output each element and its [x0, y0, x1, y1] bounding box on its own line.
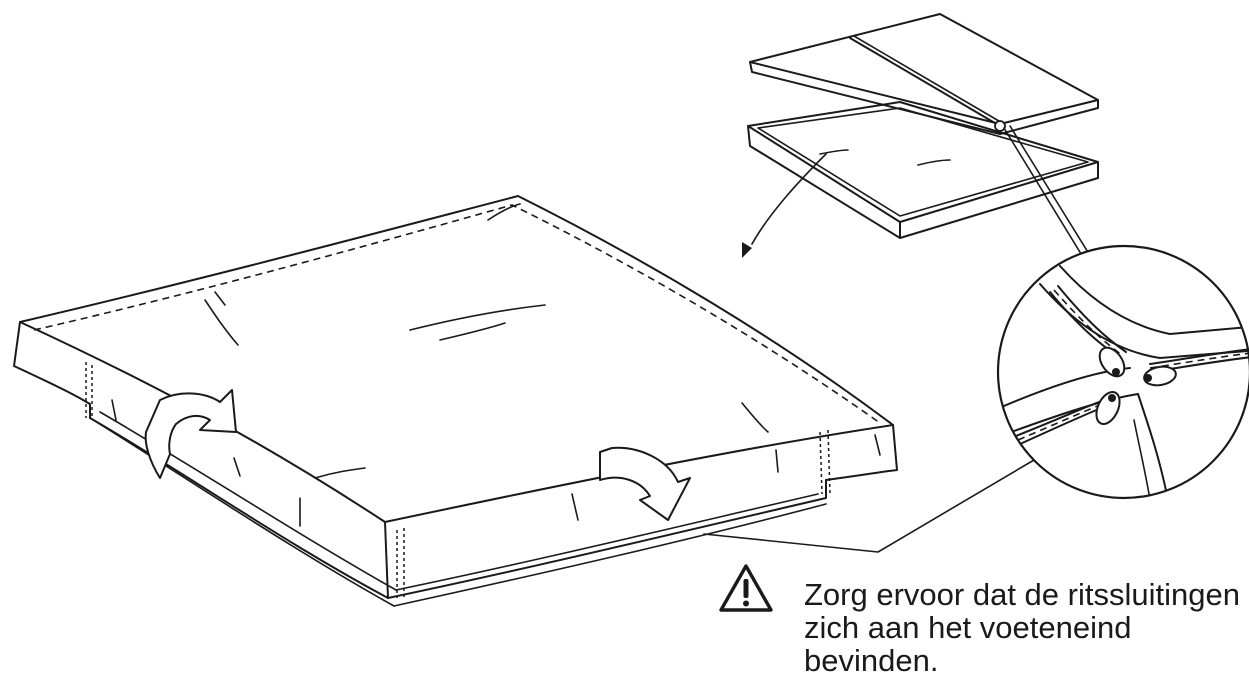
cover-exploded-view	[742, 13, 1099, 263]
zipper-detail-magnifier	[703, 244, 1249, 553]
instruction-note: Zorg ervoor dat de ritssluitingen zich a…	[804, 578, 1244, 677]
warning-triangle-icon	[719, 564, 773, 612]
zipper-pull-icon	[1143, 365, 1177, 387]
instruction-line: Zorg ervoor dat de ritssluitingen	[804, 577, 1240, 612]
instruction-line: zich aan het voeteneind	[804, 610, 1132, 645]
zipper-pull-icon	[1095, 391, 1121, 425]
zipper-pull-icon	[1098, 346, 1126, 378]
curved-arrow-icon	[599, 446, 691, 521]
curved-arrow-icon	[144, 389, 237, 479]
instruction-line: bevinden.	[804, 643, 939, 678]
mattress-illustration	[13, 195, 898, 607]
